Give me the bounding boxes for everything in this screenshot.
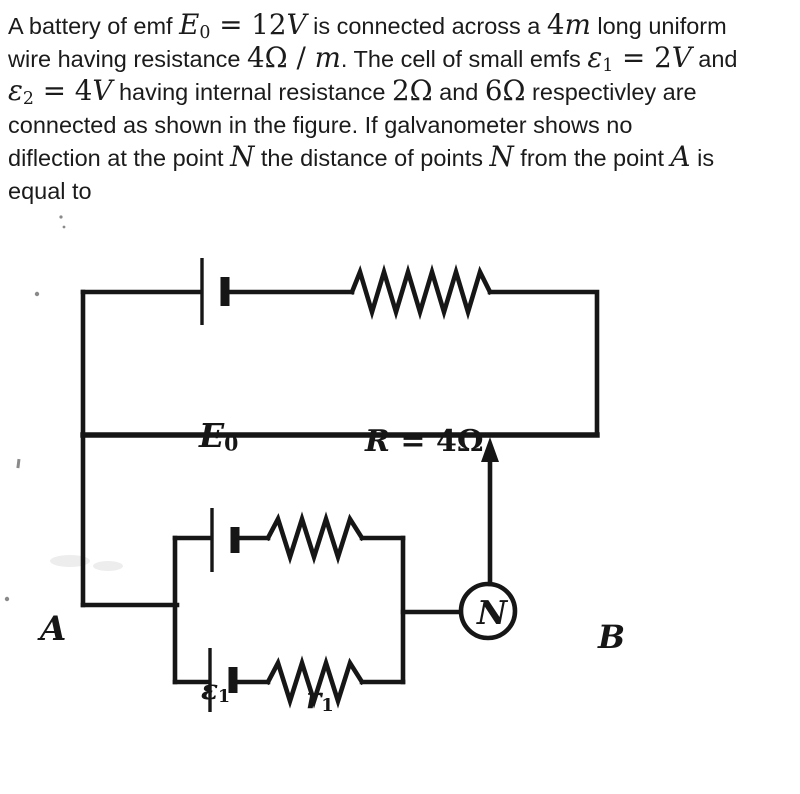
text-segment: equal to xyxy=(8,178,92,204)
resistor-r-label: R = 4Ω xyxy=(365,424,484,459)
resistor-r2-zigzag xyxy=(264,655,366,709)
math-segment: ε xyxy=(587,41,603,74)
text-segment: connected as shown in the figure. If gal… xyxy=(8,112,633,138)
math-segment: = 4 xyxy=(33,74,93,107)
node-b-label: B xyxy=(598,618,626,656)
resistor-r-zigzag xyxy=(349,263,494,321)
math-segment: 2 xyxy=(22,89,34,110)
text-segment: and xyxy=(691,46,738,72)
cell1-emf-label: ε1 xyxy=(201,673,231,708)
text-segment: the distance of points xyxy=(254,145,490,171)
text-segment: is connected across a xyxy=(306,13,547,39)
math-segment: A xyxy=(670,140,691,173)
node-n-label: N xyxy=(477,593,508,632)
math-segment: V xyxy=(92,74,113,107)
wire-top-right xyxy=(487,289,600,438)
math-segment: 6Ω xyxy=(484,74,526,107)
math-segment: m xyxy=(564,8,591,41)
text-segment: A battery of emf xyxy=(8,13,180,39)
math-segment: 4Ω / xyxy=(247,41,315,74)
math-segment: N xyxy=(489,140,514,173)
math-segment: = 12 xyxy=(210,8,287,41)
math-segment: m xyxy=(314,41,341,74)
resistor-r1-zigzag xyxy=(264,511,366,565)
problem-line: wire having resistance 4Ω / m. The cell … xyxy=(8,43,798,76)
text-segment: and xyxy=(432,79,485,105)
text-segment: . The cell of small emfs xyxy=(340,46,588,72)
text-segment: from the point xyxy=(513,145,671,171)
math-segment: N xyxy=(230,140,255,173)
math-segment: V xyxy=(286,8,307,41)
scan-artifacts xyxy=(4,215,123,602)
galvanometer-arrow-head xyxy=(481,437,499,462)
text-segment: wire having resistance xyxy=(8,46,248,72)
text-segment: long uniform xyxy=(590,13,727,39)
text-segment: respectivley are xyxy=(525,79,697,105)
problem-line: ε2 = 4V having internal resistance 2Ω an… xyxy=(8,76,798,109)
math-segment: E xyxy=(179,8,200,41)
math-segment: ε xyxy=(8,74,23,107)
math-segment: 4 xyxy=(546,8,565,41)
circuit-figure: E0 R = 4Ω A B N ε1 r1 ε2 r2 G xyxy=(0,205,800,794)
emf-e0-label: E0 xyxy=(199,416,239,456)
text-segment: is xyxy=(690,145,715,171)
math-segment: V xyxy=(671,41,692,74)
problem-line: A battery of emf E0 = 12V is connected a… xyxy=(8,10,798,43)
problem-text: A battery of emf E0 = 12V is connected a… xyxy=(8,10,798,208)
problem-line: connected as shown in the figure. If gal… xyxy=(8,109,798,142)
math-segment: 2Ω xyxy=(392,74,433,107)
resistor-r1-label: r1 xyxy=(306,681,334,717)
math-segment: 0 xyxy=(199,23,211,44)
text-segment: having internal resistance xyxy=(112,79,392,105)
problem-line: equal to xyxy=(8,175,798,208)
node-a-label: A xyxy=(40,609,67,649)
text-segment: diflection at the point xyxy=(8,145,231,171)
math-segment: 1 xyxy=(602,56,614,77)
math-segment: = 2 xyxy=(613,41,672,74)
circuit-diagram xyxy=(4,215,600,712)
problem-line: diflection at the point N the distance o… xyxy=(8,142,798,175)
